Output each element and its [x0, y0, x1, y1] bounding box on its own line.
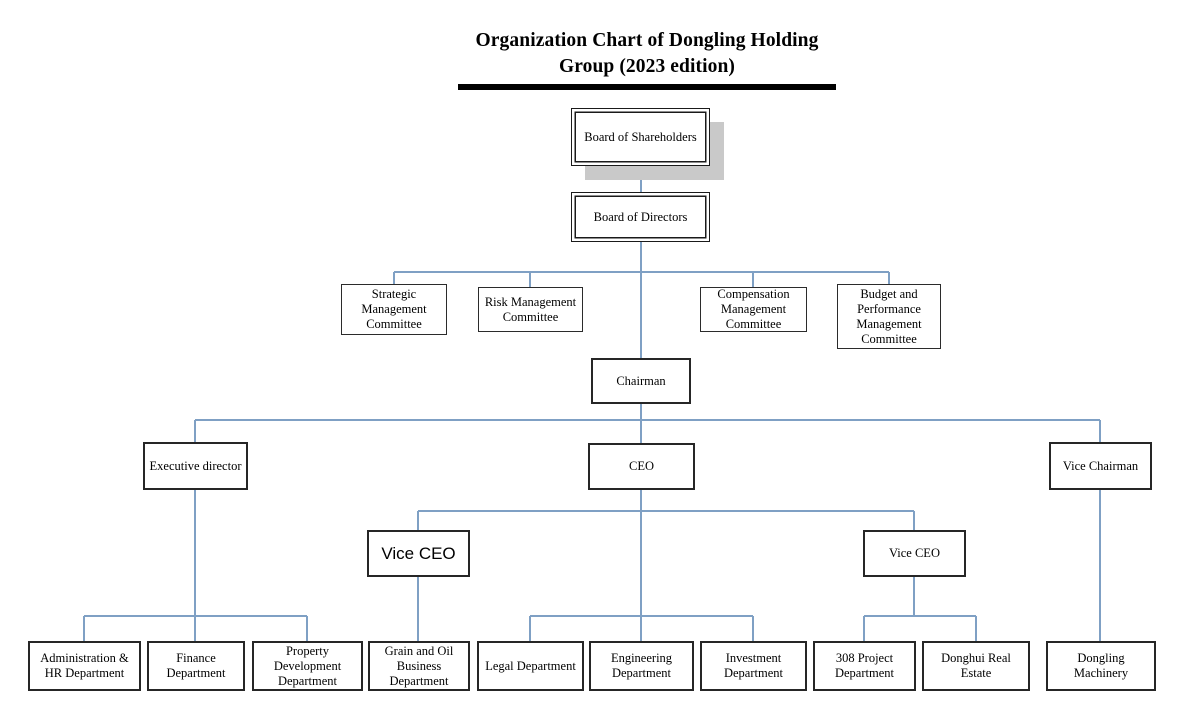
chart-title-block: Organization Chart of Dongling Holding G… — [458, 28, 836, 90]
chart-title-line-2: Group (2023 edition) — [558, 56, 736, 77]
node-label: Budget and Performance Management Commit… — [856, 286, 922, 346]
node-label: Board of Shareholders — [584, 129, 697, 144]
node-risk-management-committee[interactable]: Risk Management Committee — [478, 287, 583, 332]
node-label: CEO — [629, 459, 654, 473]
node-label: Donghui Real Estate — [941, 651, 1011, 680]
node-label: 308 Project Department — [834, 651, 894, 680]
node-compensation-management-committee[interactable]: Compensation Management Committee — [700, 287, 807, 332]
node-label: Executive director — [149, 458, 242, 473]
chart-title: Organization Chart of Dongling Holding G… — [458, 28, 836, 80]
node-board-of-directors[interactable]: Board of Directors — [571, 192, 710, 242]
node-executive-director[interactable]: Executive director — [143, 442, 248, 490]
title-underline-rule — [458, 84, 836, 90]
node-administration-hr-department[interactable]: Administration & HR Department — [28, 641, 141, 691]
node-label: Grain and Oil Business Department — [384, 643, 454, 688]
node-property-development-department[interactable]: Property Development Department — [252, 641, 363, 691]
node-engineering-department[interactable]: Engineering Department — [589, 641, 694, 691]
node-donghui-real-estate[interactable]: Donghui Real Estate — [922, 641, 1030, 691]
node-label: Vice CEO — [889, 546, 940, 560]
chart-title-line-1: Organization Chart of Dongling Holding — [475, 30, 819, 51]
node-label: Strategic Management Committee — [361, 287, 427, 331]
node-board-of-shareholders[interactable]: Board of Shareholders — [571, 108, 710, 166]
node-chairman[interactable]: Chairman — [591, 358, 691, 404]
node-dongling-machinery[interactable]: Dongling Machinery — [1046, 641, 1156, 691]
node-label: Dongling Machinery — [1073, 651, 1129, 680]
node-budget-performance-management-committee[interactable]: Budget and Performance Management Commit… — [837, 284, 941, 349]
node-label: Compensation Management Committee — [717, 287, 790, 331]
node-label: Engineering Department — [610, 651, 673, 680]
node-label: Finance Department — [166, 651, 226, 680]
node-308-project-department[interactable]: 308 Project Department — [813, 641, 916, 691]
node-label: Property Development Department — [273, 643, 342, 688]
node-grain-oil-business-department[interactable]: Grain and Oil Business Department — [368, 641, 470, 691]
node-label: Chairman — [616, 373, 666, 388]
node-strategic-management-committee[interactable]: Strategic Management Committee — [341, 284, 447, 335]
node-ceo[interactable]: CEO — [588, 443, 695, 490]
node-label: Administration & HR Department — [40, 651, 129, 680]
node-vice-ceo-left[interactable]: Vice CEO — [367, 530, 470, 577]
node-legal-department[interactable]: Legal Department — [477, 641, 584, 691]
node-label: Risk Management Committee — [484, 294, 577, 324]
node-label: Board of Directors — [593, 209, 688, 224]
node-finance-department[interactable]: Finance Department — [147, 641, 245, 691]
node-investment-department[interactable]: Investment Department — [700, 641, 807, 691]
node-label: Vice Chairman — [1062, 458, 1139, 473]
node-label: Vice CEO — [381, 544, 456, 563]
node-vice-ceo-right[interactable]: Vice CEO — [863, 530, 966, 577]
node-vice-chairman[interactable]: Vice Chairman — [1049, 442, 1152, 490]
node-label: Investment Department — [723, 651, 783, 680]
node-label: Legal Department — [485, 658, 576, 673]
